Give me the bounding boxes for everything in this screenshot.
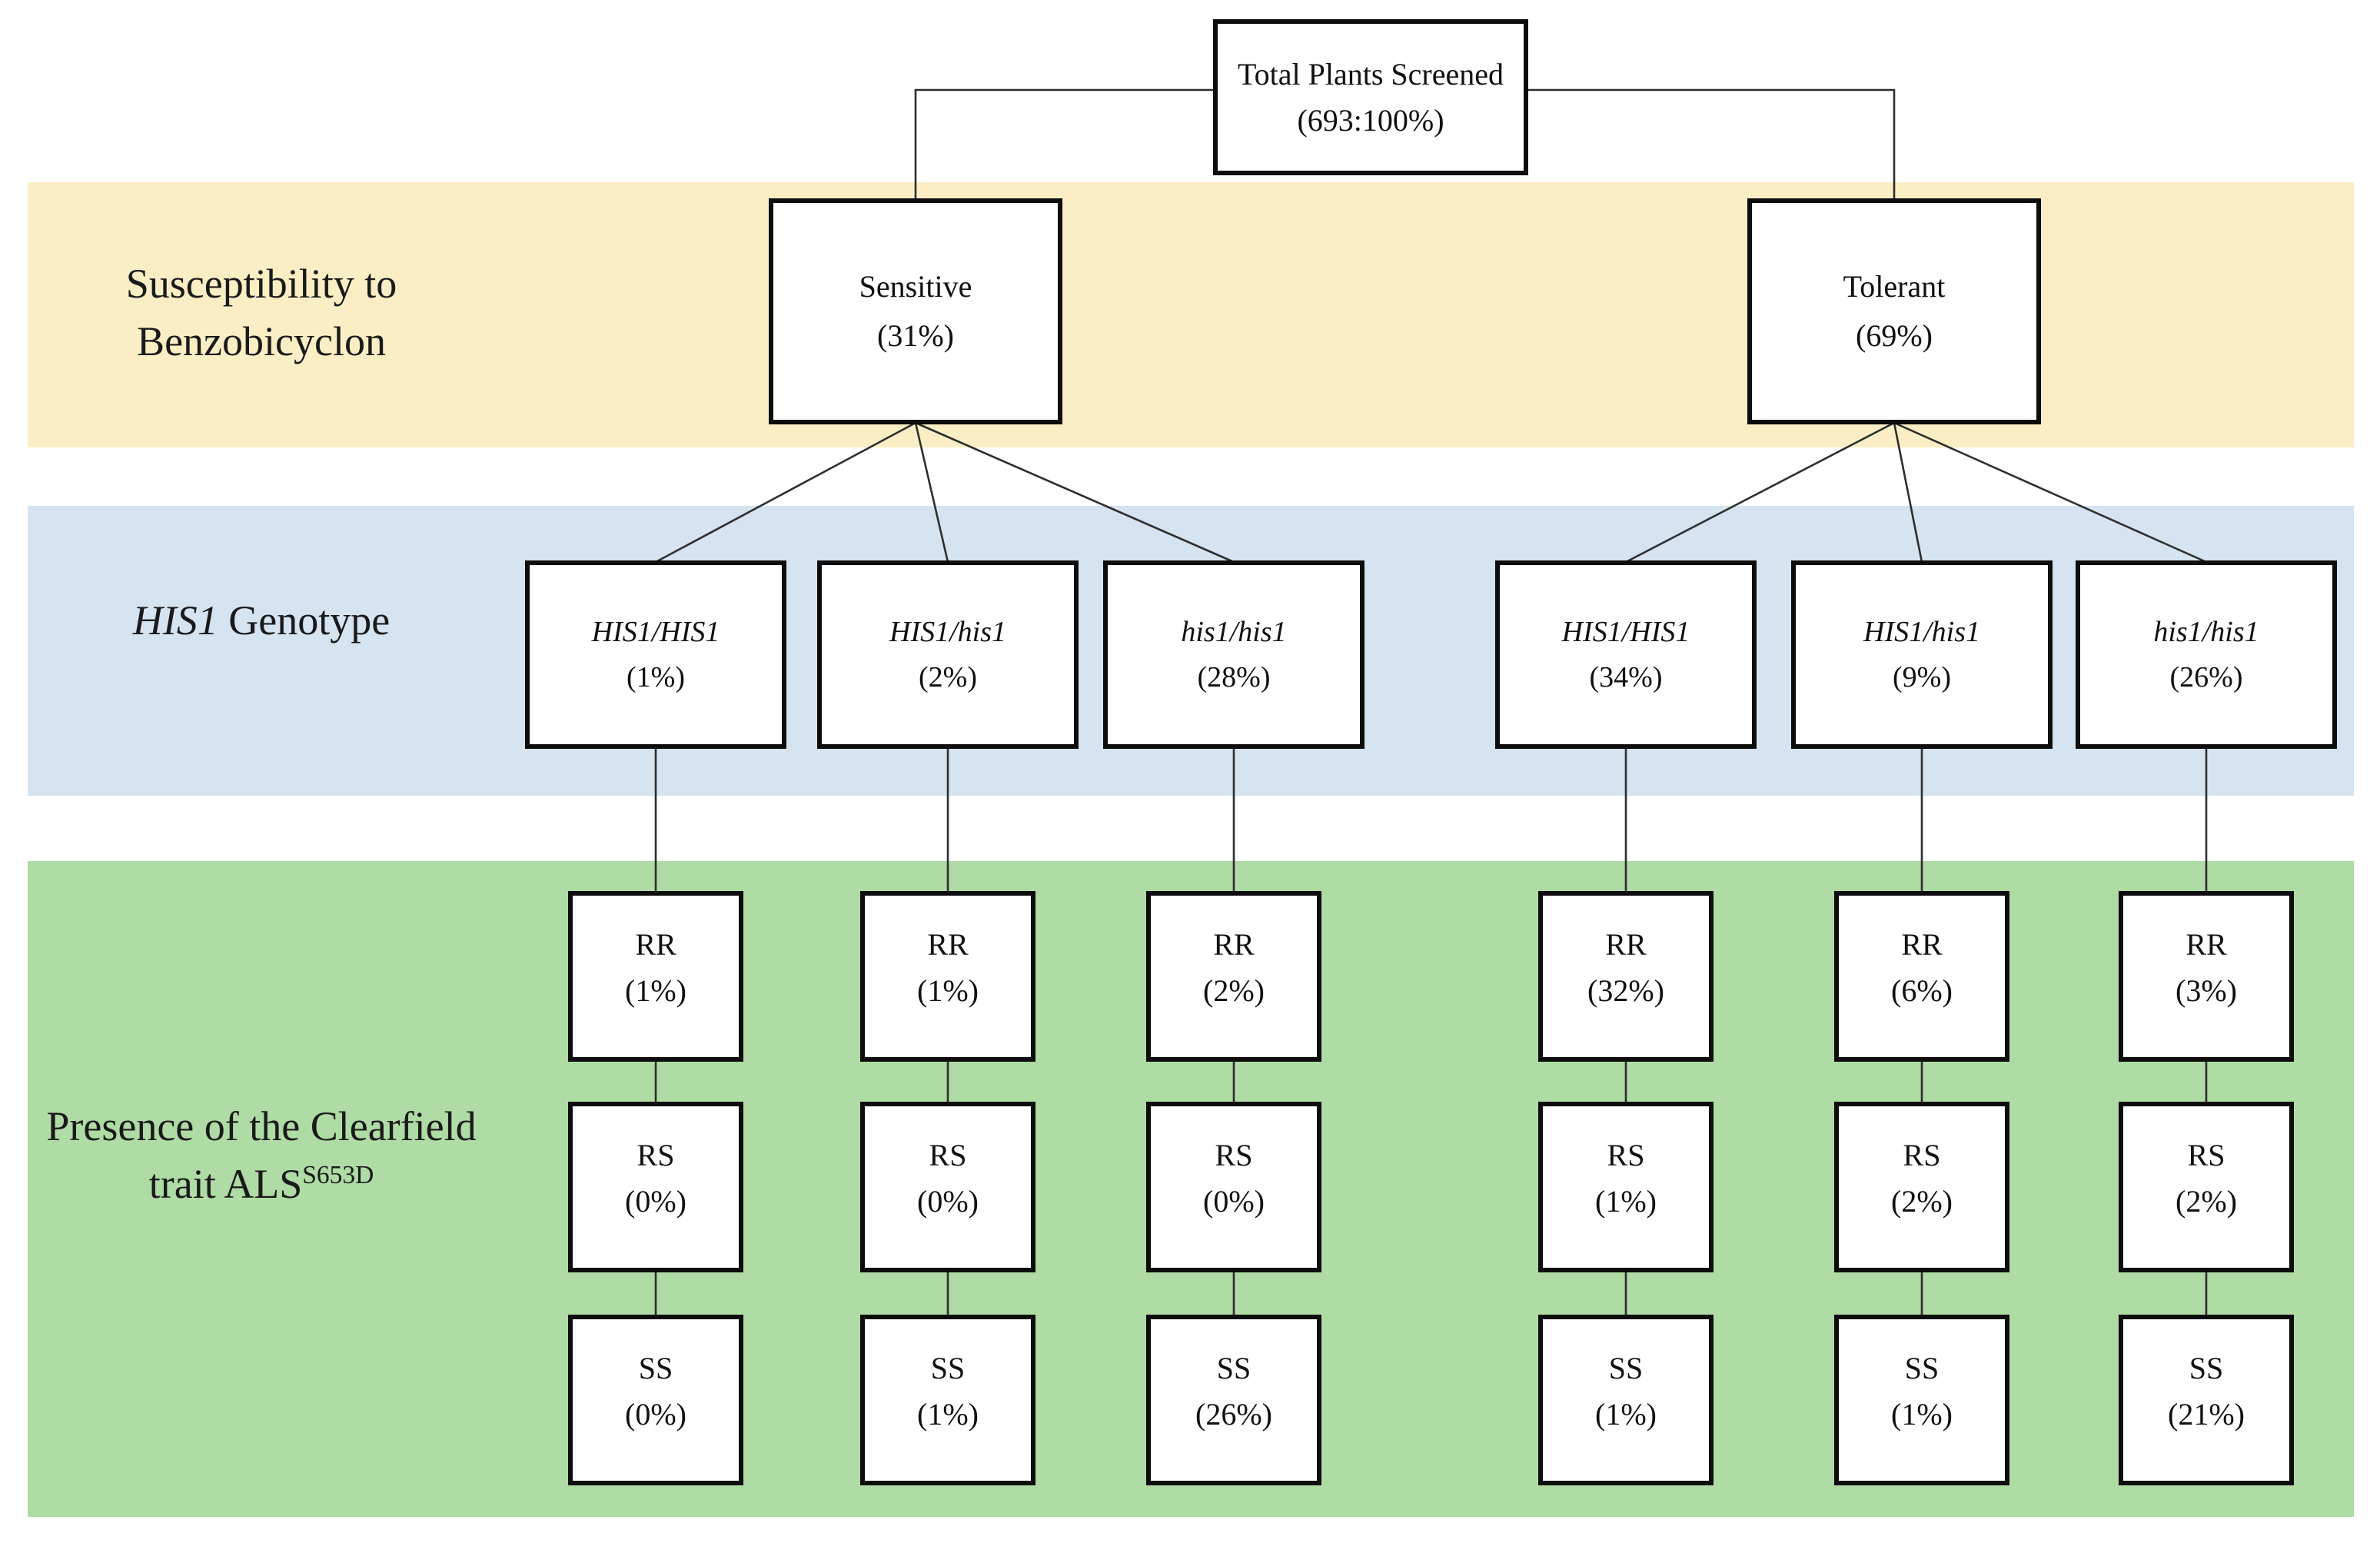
als-label: RR: [927, 927, 969, 962]
node-genotype-tolerant-HIS1-his1: HIS1/his1 (9%): [1791, 560, 2053, 749]
als-label: SS: [1608, 1351, 1644, 1385]
node-als-rr-col3: RR (2%): [1146, 891, 1321, 1062]
als-label: RR: [635, 927, 676, 962]
node-als-rs-col1: RS (0%): [568, 1102, 743, 1272]
node-total-label: Total Plants Screened: [1238, 56, 1504, 91]
node-genotype-sensitive-HIS1-his1: HIS1/his1 (2%): [817, 560, 1079, 749]
als-value: (1%): [1595, 1397, 1657, 1432]
node-genotype-tolerant-his1-his1: his1/his1 (26%): [2076, 560, 2337, 749]
clearfield-label-line2: Clearfield trait: [148, 1103, 477, 1207]
als-value: (1%): [625, 973, 686, 1008]
als-value: (26%): [1195, 1397, 1272, 1432]
node-als-rs-col4: RS (1%): [1538, 1102, 1714, 1272]
als-value: (2%): [1891, 1184, 1953, 1219]
genotype-label: HIS1/HIS1: [591, 615, 720, 648]
als-value: (3%): [2176, 973, 2237, 1008]
als-value: (32%): [1587, 973, 1664, 1008]
susceptibility-band-label: Susceptibility to Benzobicyclon: [31, 255, 492, 370]
genotype-value: (9%): [1893, 660, 1951, 693]
als-label: RS: [2187, 1138, 2225, 1172]
als-value: (6%): [1891, 973, 1953, 1008]
genotype-label-line2: Genotype: [228, 597, 391, 643]
node-als-rs-col2: RS (0%): [860, 1102, 1035, 1272]
als-value: (0%): [625, 1397, 686, 1432]
node-als-ss-col2: SS (1%): [860, 1315, 1035, 1485]
als-value: (1%): [1891, 1397, 1953, 1432]
als-value: (0%): [917, 1184, 979, 1219]
node-als-rs-col5: RS (2%): [1834, 1102, 2009, 1272]
node-als-rr-col2: RR (1%): [860, 891, 1035, 1062]
als-label: RS: [1903, 1138, 1941, 1172]
node-als-rr-col4: RR (32%): [1538, 891, 1714, 1062]
genotype-label: his1/his1: [2153, 615, 2259, 648]
genotype-band-label: HIS1 Genotype: [31, 592, 492, 650]
clearfield-label-sup: S653D: [302, 1160, 374, 1189]
genotype-label-line1: HIS1: [132, 597, 218, 643]
als-value: (1%): [917, 1397, 979, 1432]
als-label: SS: [1904, 1351, 1940, 1385]
als-label: RR: [1605, 927, 1647, 962]
als-label: SS: [638, 1351, 673, 1385]
genotype-value: (26%): [2169, 660, 2243, 693]
node-tolerant-value: (69%): [1856, 318, 1933, 353]
node-tolerant-label: Tolerant: [1843, 269, 1946, 304]
node-als-rs-col6: RS (2%): [2119, 1102, 2294, 1272]
node-als-ss-col3: SS (26%): [1146, 1315, 1321, 1485]
node-als-ss-col4: SS (1%): [1538, 1315, 1714, 1485]
als-label: SS: [2189, 1351, 2224, 1385]
als-label: RS: [637, 1138, 675, 1172]
clearfield-label-als: ALS: [224, 1160, 303, 1207]
als-value: (1%): [1595, 1184, 1657, 1219]
node-tolerant: Tolerant (69%): [1747, 198, 2041, 424]
genotype-value: (2%): [919, 660, 977, 693]
als-value: (0%): [625, 1184, 686, 1219]
clearfield-label-line1: Presence of the: [46, 1103, 301, 1149]
als-label: SS: [1216, 1351, 1251, 1385]
als-label: RS: [929, 1138, 967, 1172]
node-als-rr-col1: RR (1%): [568, 891, 743, 1062]
susceptibility-label-line1: Susceptibility to: [125, 261, 397, 307]
node-als-ss-col1: SS (0%): [568, 1315, 743, 1485]
node-genotype-tolerant-HIS1-HIS1: HIS1/HIS1 (34%): [1495, 560, 1757, 749]
node-als-ss-col5: SS (1%): [1834, 1315, 2009, 1485]
genotype-value: (34%): [1589, 660, 1663, 693]
node-sensitive: Sensitive (31%): [769, 198, 1062, 424]
als-label: RS: [1215, 1138, 1253, 1172]
node-genotype-sensitive-HIS1-HIS1: HIS1/HIS1 (1%): [525, 560, 786, 749]
genotype-value: (1%): [627, 660, 685, 693]
node-sensitive-value: (31%): [877, 318, 954, 353]
node-als-rr-col6: RR (3%): [2119, 891, 2294, 1062]
node-als-rs-col3: RS (0%): [1146, 1102, 1321, 1272]
genotype-label: HIS1/HIS1: [1561, 615, 1690, 648]
genotype-label: HIS1/his1: [889, 615, 1006, 648]
als-value: (2%): [1203, 973, 1265, 1008]
als-label: RR: [1901, 927, 1943, 962]
node-als-ss-col6: SS (21%): [2119, 1315, 2294, 1485]
genotype-value: (28%): [1197, 660, 1271, 693]
als-value: (0%): [1203, 1184, 1265, 1219]
node-sensitive-label: Sensitive: [859, 269, 972, 304]
als-label: SS: [930, 1351, 966, 1385]
node-total-plants: Total Plants Screened (693:100%): [1213, 19, 1528, 175]
als-label: RS: [1607, 1138, 1645, 1172]
genotype-label: his1/his1: [1181, 615, 1287, 648]
als-value: (1%): [917, 973, 979, 1008]
als-value: (2%): [2176, 1184, 2237, 1219]
als-value: (21%): [2168, 1397, 2245, 1432]
node-genotype-sensitive-his1-his1: his1/his1 (28%): [1103, 560, 1365, 749]
node-total-value: (693:100%): [1297, 102, 1444, 138]
genotype-label: HIS1/his1: [1863, 615, 1980, 648]
als-label: RR: [1213, 927, 1255, 962]
susceptibility-label-line2: Benzobicyclon: [137, 318, 386, 364]
clearfield-label-line3: ALSS653D: [224, 1161, 374, 1207]
als-label: RR: [2186, 927, 2227, 962]
clearfield-band-label: Presence of the Clearfield trait ALSS653…: [31, 1098, 492, 1212]
node-als-rr-col5: RR (6%): [1834, 891, 2009, 1062]
